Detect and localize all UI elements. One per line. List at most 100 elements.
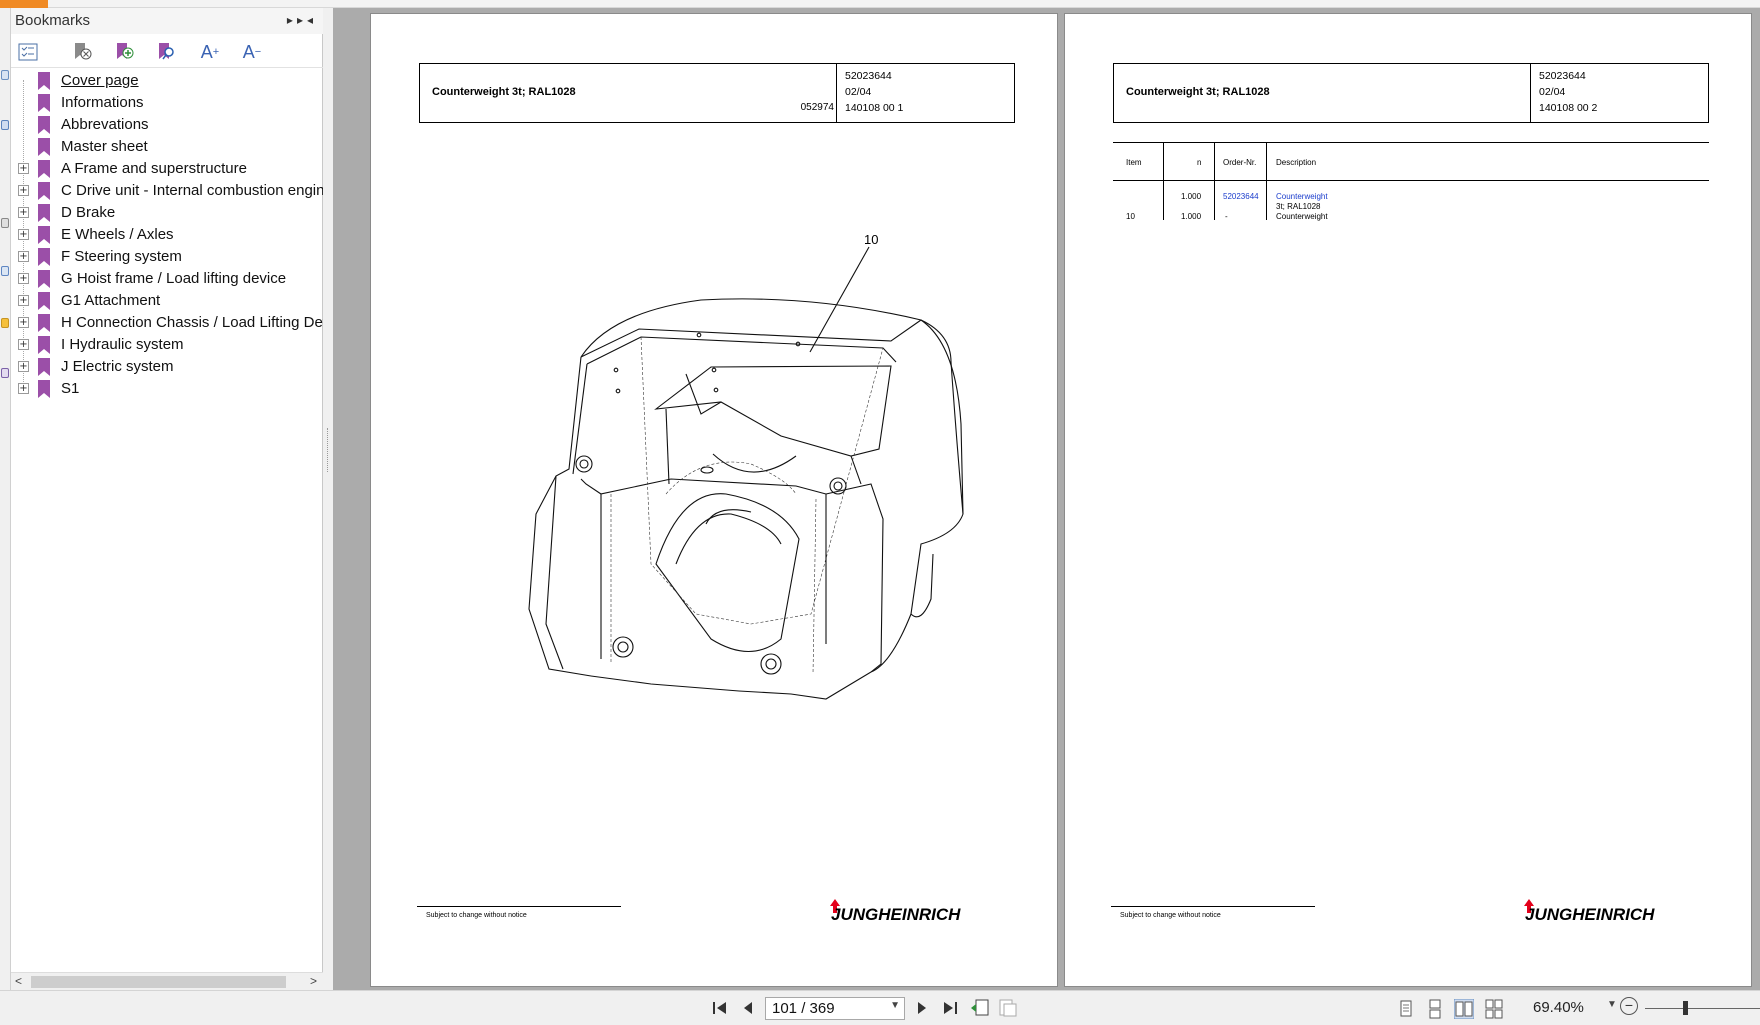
- bookmark-label: C Drive unit - Internal combustion engin…: [61, 182, 323, 199]
- bookmark-flag-icon: [38, 160, 50, 178]
- find-bookmark-icon[interactable]: [153, 39, 179, 65]
- search-panel-icon[interactable]: [1, 368, 9, 378]
- splitter-grip[interactable]: [327, 428, 329, 472]
- bookmark-flag-icon: [38, 248, 50, 266]
- bookmark-item[interactable]: + A Frame and superstructure: [11, 158, 323, 180]
- expand-toggle-icon[interactable]: +: [18, 339, 29, 350]
- bookmark-item[interactable]: Abbrevations: [11, 114, 323, 136]
- continuous-facing-view-icon[interactable]: [1484, 999, 1504, 1019]
- bookmark-label: A Frame and superstructure: [61, 160, 247, 177]
- bookmark-item[interactable]: +I Hydraulic system: [11, 334, 323, 356]
- bookmarks-panel-title: Bookmarks: [15, 12, 91, 29]
- row-order: -: [1225, 212, 1228, 221]
- zoom-dropdown-icon[interactable]: ▼: [1607, 999, 1617, 1010]
- expand-toggle-icon[interactable]: +: [18, 207, 29, 218]
- panel-controls: ▸▸◂: [287, 13, 317, 27]
- panel-collapse-icon[interactable]: ◂: [306, 13, 317, 27]
- pdf-page-102: Counterweight 3t; RAL1028 52023644 02/04…: [1064, 13, 1752, 987]
- page-dropdown-icon[interactable]: ▼: [890, 1000, 900, 1011]
- panel-pin-icon[interactable]: ▸▸: [286, 13, 307, 27]
- bookmark-item[interactable]: Informations: [11, 92, 323, 114]
- bookmark-flag-icon: [38, 270, 50, 288]
- scroll-left-arrow-icon[interactable]: <: [15, 974, 23, 988]
- continuous-view-icon[interactable]: [1425, 999, 1445, 1019]
- comments-panel-icon[interactable]: [1, 318, 9, 328]
- expand-toggle-icon[interactable]: +: [18, 383, 29, 394]
- expand-toggle-icon[interactable]: +: [18, 185, 29, 196]
- expand-toggle-icon[interactable]: +: [18, 229, 29, 240]
- side-icon-rail: [0, 8, 11, 990]
- expand-toggle-icon[interactable]: +: [18, 295, 29, 306]
- facing-view-icon[interactable]: [1454, 999, 1474, 1019]
- increase-font-sign: +: [212, 46, 220, 58]
- previous-view-button[interactable]: [970, 998, 990, 1018]
- page-header-box: Counterweight 3t; RAL1028 052974 5202364…: [419, 63, 1015, 123]
- page-number-input[interactable]: 101 / 369 ▼: [765, 997, 905, 1020]
- bookmarks-hscrollbar[interactable]: < >: [11, 972, 323, 990]
- bookmark-item[interactable]: +G1 Attachment: [11, 290, 323, 312]
- expand-toggle-icon[interactable]: +: [18, 163, 29, 174]
- bookmark-item[interactable]: + C Drive unit - Internal combustion engi…: [11, 180, 323, 202]
- bookmark-flag-icon: [38, 336, 50, 354]
- table-col-divider: [1163, 142, 1164, 220]
- last-page-button[interactable]: [940, 998, 960, 1018]
- pdf-page-101: Counterweight 3t; RAL1028 052974 5202364…: [370, 13, 1058, 987]
- attachments-panel-icon[interactable]: [1, 266, 9, 276]
- col-header-item: Item: [1126, 158, 1142, 167]
- next-view-icon: [999, 999, 1017, 1017]
- header-divider: [836, 64, 837, 122]
- expand-toggle-icon[interactable]: +: [18, 251, 29, 262]
- page-header-title: Counterweight 3t; RAL1028: [1126, 86, 1270, 98]
- bookmarks-hscroll-thumb[interactable]: [31, 976, 286, 988]
- bookmark-item[interactable]: +G Hoist frame / Load lifting device: [11, 268, 323, 290]
- layers-panel-icon[interactable]: [1, 218, 9, 228]
- bookmark-item[interactable]: +S1: [11, 378, 323, 400]
- panel-splitter[interactable]: [323, 8, 333, 990]
- previous-page-button[interactable]: [738, 998, 758, 1018]
- bookmark-item[interactable]: +J Electric system: [11, 356, 323, 378]
- next-view-button[interactable]: [998, 998, 1018, 1018]
- decrease-font-icon[interactable]: A−: [239, 39, 265, 65]
- delete-bookmark-icon[interactable]: [69, 39, 95, 65]
- bookmark-item[interactable]: + E Wheels / Axles: [11, 224, 323, 246]
- bookmark-flag-icon: [38, 226, 50, 244]
- row-item: 10: [1126, 212, 1135, 221]
- expand-toggle-icon[interactable]: +: [18, 273, 29, 284]
- bookmark-flag-icon: [38, 292, 50, 310]
- bookmark-label: E Wheels / Axles: [61, 226, 174, 243]
- drawing-reference: 052974: [800, 102, 834, 113]
- bookmark-label: H Connection Chassis / Load Lifting Devi…: [61, 314, 323, 331]
- document-view[interactable]: Counterweight 3t; RAL1028 052974 5202364…: [333, 8, 1760, 990]
- increase-font-icon[interactable]: A+: [197, 39, 223, 65]
- file-tab[interactable]: [0, 0, 48, 8]
- next-page-icon: [918, 1002, 926, 1014]
- bookmark-panel-icon[interactable]: [1, 120, 9, 130]
- bookmark-item[interactable]: Cover page: [11, 70, 323, 92]
- bookmark-label: Master sheet: [61, 138, 148, 155]
- add-bookmark-icon[interactable]: [111, 39, 137, 65]
- bookmark-flag-icon: [38, 182, 50, 200]
- bookmark-item[interactable]: Master sheet: [11, 136, 323, 158]
- expand-toggle-icon[interactable]: +: [18, 317, 29, 328]
- zoom-slider-track[interactable]: [1645, 1008, 1760, 1009]
- pages-panel-icon[interactable]: [1, 70, 9, 80]
- zoom-slider-thumb[interactable]: [1683, 1001, 1688, 1015]
- expand-toggle-icon[interactable]: +: [18, 361, 29, 372]
- item-callout-number: 10: [864, 232, 879, 247]
- zoom-level[interactable]: 69.40%: [1533, 999, 1584, 1016]
- bookmark-label: Informations: [61, 94, 144, 111]
- bookmark-item[interactable]: +D Brake: [11, 202, 323, 224]
- first-page-button[interactable]: [710, 998, 730, 1018]
- next-page-button[interactable]: [912, 998, 932, 1018]
- row-order-link[interactable]: 52023644: [1223, 192, 1259, 201]
- bookmark-item[interactable]: + H Connection Chassis / Load Lifting Dev…: [11, 312, 323, 334]
- row-description-link[interactable]: Counterweight: [1276, 192, 1328, 201]
- expand-all-icon[interactable]: [15, 39, 41, 65]
- zoom-out-button[interactable]: −: [1620, 997, 1638, 1015]
- row-description-detail: 3t; RAL1028: [1276, 202, 1321, 211]
- row-quantity: 1.000: [1181, 212, 1202, 221]
- scroll-right-arrow-icon[interactable]: >: [309, 974, 317, 988]
- single-page-view-icon[interactable]: [1396, 999, 1416, 1019]
- sheet-number: 140108 00 2: [1539, 102, 1598, 114]
- bookmark-item[interactable]: +F Steering system: [11, 246, 323, 268]
